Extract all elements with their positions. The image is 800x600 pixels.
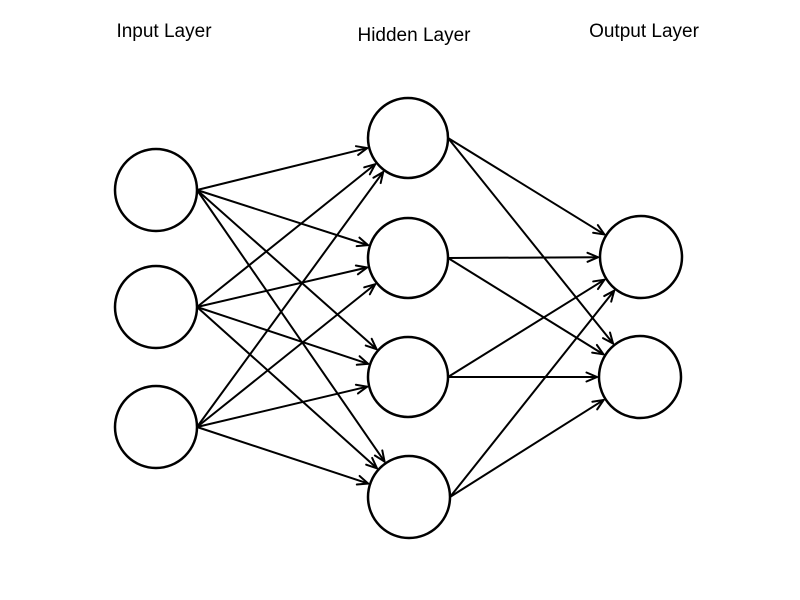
edge-hidden-4-output-2: [449, 398, 606, 498]
edge-input-3-hidden-4: [196, 426, 371, 486]
edge-input-3-hidden-2: [196, 282, 378, 428]
hidden-layer-label: Hidden Layer: [357, 25, 471, 46]
edge-hidden-1-output-1: [447, 137, 607, 236]
hidden-3-node: [366, 335, 450, 419]
nodes-group: [113, 96, 684, 540]
edge-input-2-hidden-1: [196, 162, 378, 308]
edge-input-1-hidden-2: [196, 189, 371, 248]
edge-input-1-hidden-3: [196, 189, 379, 351]
input-1-node: [113, 147, 199, 233]
edge-input-1-hidden-1: [196, 145, 370, 191]
edge-hidden-2-output-1: [447, 251, 601, 263]
edge-input-2-hidden-2: [196, 264, 370, 308]
edge-hidden-1-output-2: [447, 137, 615, 346]
hidden-1-node: [366, 96, 450, 180]
input-2-node: [113, 264, 199, 350]
edge-input-2-hidden-3: [196, 306, 371, 366]
edges-group: [196, 137, 616, 498]
output-1-node: [598, 214, 684, 300]
edge-input-3-hidden-1: [196, 169, 385, 428]
edge-hidden-4-output-1: [449, 288, 616, 498]
edge-hidden-2-output-2: [447, 257, 606, 356]
input-3-node: [113, 384, 199, 470]
edge-input-2-hidden-4: [196, 306, 379, 470]
input-layer-label: Input Layer: [116, 21, 212, 42]
edge-hidden-3-output-1: [447, 278, 607, 378]
output-2-node: [597, 334, 683, 420]
hidden-4-node: [366, 454, 452, 540]
hidden-2-node: [366, 216, 450, 300]
edge-input-3-hidden-3: [196, 383, 370, 428]
edge-input-1-hidden-4: [196, 189, 387, 464]
output-layer-label: Output Layer: [589, 21, 700, 42]
